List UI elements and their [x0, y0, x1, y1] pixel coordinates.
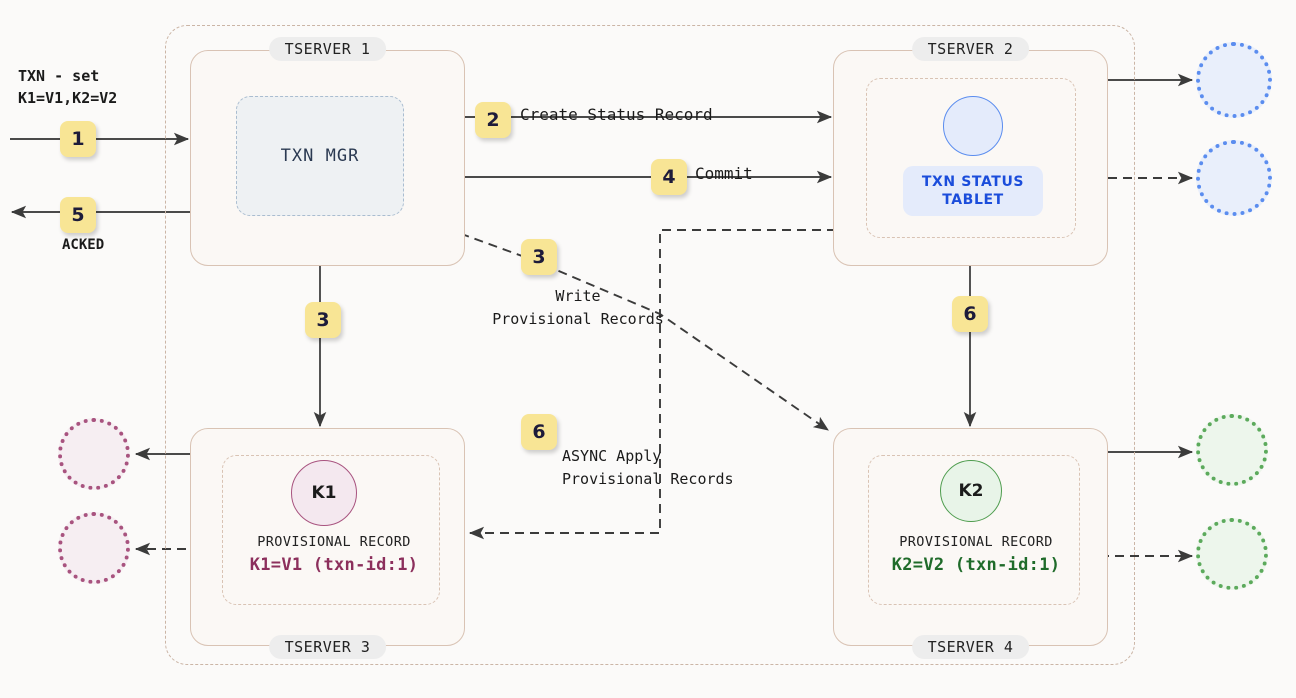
provisional-record-k2: PROVISIONAL RECORD K2=V2 (txn-id:1) [866, 534, 1086, 575]
replica-circle-green-2[interactable] [1196, 518, 1268, 590]
txn-status-tablet-pill[interactable]: TXN STATUS TABLET [903, 166, 1043, 217]
txn-request-label: TXN - set K1=V1,K2=V2 [18, 67, 118, 107]
provisional-record-k2-value: K2=V2 (txn-id:1) [891, 555, 1061, 575]
step-badge-6-left[interactable]: 6 [521, 414, 557, 450]
tserver-2-inner-panel [866, 78, 1076, 238]
step-badge-6-right[interactable]: 6 [952, 296, 988, 332]
step-badge-3-left[interactable]: 3 [305, 302, 341, 338]
async-apply-provisional-records-label: ASYNC Apply Provisional Records [562, 447, 734, 488]
provisional-record-k1-value: K1=V1 (txn-id:1) [249, 555, 419, 575]
replica-circle-pink-2[interactable] [58, 512, 130, 584]
write-provisional-records-label: Write Provisional Records [492, 287, 664, 328]
step-badge-1[interactable]: 1 [60, 121, 96, 157]
replica-circle-pink-1[interactable] [58, 418, 130, 490]
step-badge-5[interactable]: 5 [60, 197, 96, 233]
replica-circle-blue-1[interactable] [1196, 42, 1272, 118]
k1-tablet-circle[interactable]: K1 [291, 460, 357, 526]
tserver-4-label: TSERVER 4 [911, 635, 1030, 659]
replica-circle-green-1[interactable] [1196, 414, 1268, 486]
create-status-record-label: Create Status Record [520, 105, 713, 124]
tserver-2-label: TSERVER 2 [911, 37, 1030, 61]
step-badge-4[interactable]: 4 [651, 159, 687, 195]
acked-label: ACKED [62, 237, 105, 253]
commit-label: Commit [695, 164, 753, 183]
tserver-3-inner-panel [222, 455, 440, 605]
cluster-boundary [165, 25, 1135, 665]
provisional-record-k1: PROVISIONAL RECORD K1=V1 (txn-id:1) [224, 534, 444, 575]
step-badge-3-right[interactable]: 3 [521, 239, 557, 275]
tserver-1-label: TSERVER 1 [268, 37, 387, 61]
provisional-record-k2-header: PROVISIONAL RECORD [899, 534, 1053, 550]
txn-manager-panel[interactable]: TXN MGR [236, 96, 404, 216]
tserver-3-label: TSERVER 3 [268, 635, 387, 659]
tserver-4-inner-panel [868, 455, 1080, 605]
replica-circle-blue-2[interactable] [1196, 140, 1272, 216]
txn-status-record-circle[interactable] [943, 96, 1003, 156]
provisional-record-k1-header: PROVISIONAL RECORD [257, 534, 411, 550]
k2-tablet-circle[interactable]: K2 [940, 460, 1002, 522]
txn-manager-label: TXN MGR [280, 146, 360, 166]
step-badge-2[interactable]: 2 [475, 102, 511, 138]
